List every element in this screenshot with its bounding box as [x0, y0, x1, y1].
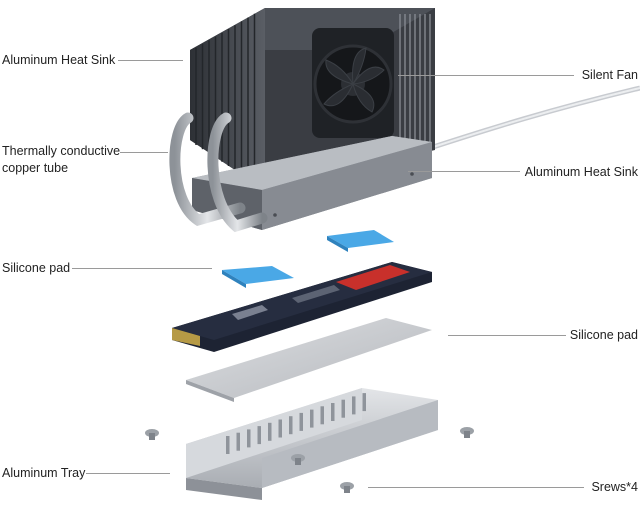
leader-aluminum-tray — [86, 473, 170, 474]
leader-copper-tube — [120, 152, 168, 153]
label-silicone-pad-left: Silicone pad — [2, 261, 71, 275]
label-copper-tube-line2: copper tube — [2, 161, 69, 175]
screw-3 — [291, 454, 305, 465]
label-aluminum-tray: Aluminum Tray — [2, 466, 86, 480]
label-silicone-pad-right: Silicone pad — [569, 328, 638, 342]
label-aluminum-heat-sink-base: Aluminum Heat Sink — [524, 165, 638, 179]
label-screws: Srews*4 — [591, 480, 638, 494]
leader-silicone-pad-right — [448, 335, 566, 336]
fan — [312, 28, 394, 138]
leader-heat-sink-top — [118, 60, 183, 61]
ssd-module — [172, 262, 432, 352]
leader-screws — [368, 487, 584, 488]
leader-heat-sink-base — [408, 171, 520, 172]
label-copper-tube-line1: Thermally conductive — [2, 144, 121, 158]
heat-sink-base — [192, 136, 432, 230]
label-aluminum-heat-sink-top: Aluminum Heat Sink — [2, 53, 116, 67]
screw-4 — [340, 482, 354, 493]
copper-tubes — [169, 112, 268, 233]
fan-cable — [429, 85, 640, 151]
blue-silicone-pads — [222, 230, 394, 288]
leader-silent-fan — [398, 75, 574, 76]
screws — [145, 427, 474, 493]
label-silent-fan: Silent Fan — [581, 68, 638, 82]
leader-silicone-pad-left — [72, 268, 212, 269]
grey-silicone-pad — [186, 318, 432, 402]
screw-1 — [145, 429, 159, 440]
aluminum-tray — [186, 388, 438, 500]
screw-2 — [460, 427, 474, 438]
